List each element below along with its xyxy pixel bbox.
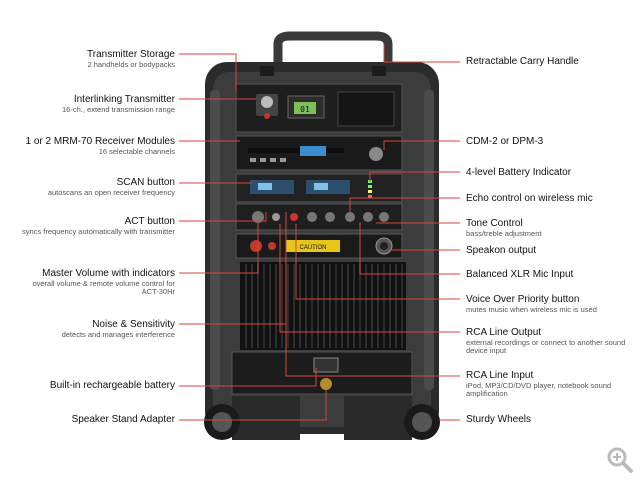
label-sub: bass/treble adjustment [466, 228, 542, 238]
label-battery: Built-in rechargeable battery [50, 380, 175, 392]
label-echo-control: Echo control on wireless mic [466, 193, 593, 205]
stand-adapter [320, 378, 332, 390]
callout-lines [179, 44, 460, 421]
label-interlinking-transmitter: Interlinking Transmitter 16-ch., extend … [62, 94, 175, 114]
label-title: 4-level Battery Indicator [466, 167, 572, 178]
label-sub: external recordings or connect to anothe… [466, 337, 626, 356]
label-battery-indicator: 4-level Battery Indicator [466, 167, 571, 179]
label-stand-adapter: Speaker Stand Adapter [72, 414, 175, 426]
transmitter-display-text: 01 [300, 105, 310, 114]
label-sub: mutes music when wireless mic is used [466, 304, 597, 314]
cd-slot [248, 148, 344, 153]
transmitter-display [294, 102, 316, 114]
label-title: Master Volume with indicators [42, 268, 175, 279]
callout-line [383, 44, 460, 63]
label-speakon: Speakon output [466, 245, 536, 257]
label-sub: 16 selectable channels [98, 146, 175, 156]
label-act-button: ACT button syncs frequency automatically… [15, 216, 175, 236]
label-title: SCAN button [116, 177, 175, 188]
label-title: Voice Over Priority button [466, 294, 580, 305]
power-switch [250, 240, 262, 252]
callout-line [179, 53, 237, 92]
label-voice-over: Voice Over Priority button mutes music w… [466, 294, 597, 314]
label-receiver-modules: 1 or 2 MRM-70 Receiver Modules 16 select… [26, 136, 176, 156]
transmitter-knob [261, 96, 273, 108]
callout-line [179, 223, 259, 274]
label-sturdy-wheels: Sturdy Wheels [466, 414, 531, 426]
label-sub: 16-ch., extend transmission range [62, 104, 175, 114]
label-title: ACT button [124, 216, 175, 227]
callout-line [359, 222, 460, 275]
callout-line [349, 197, 460, 212]
label-rca-output: RCA Line Output external recordings or c… [466, 327, 631, 356]
label-title: Noise & Sensitivity [92, 319, 175, 330]
label-xlr-input: Balanced XLR Mic Input [466, 269, 573, 281]
label-cdm2-dpm3: CDM-2 or DPM-3 [466, 136, 543, 148]
tone-knob-treble [379, 212, 389, 222]
tone-knob-bass [363, 212, 373, 222]
label-title: CDM-2 or DPM-3 [466, 136, 544, 147]
label-sub: autoscans an open receiver frequency [47, 187, 175, 197]
warning-label-text: CAUTION [300, 245, 327, 251]
power-inlet [313, 357, 339, 373]
transmitter-storage-slot [337, 91, 395, 127]
callout-line [179, 212, 267, 222]
callout-line [179, 368, 317, 387]
label-rca-input: RCA Line Input iPod, MP3/CD/DVD player, … [466, 370, 636, 399]
callout-line [383, 140, 460, 150]
label-title: Echo control on wireless mic [466, 193, 593, 204]
carry-handle [273, 31, 393, 62]
echo-knob [345, 212, 355, 222]
label-scan-button: SCAN button autoscans an open receiver f… [48, 177, 175, 197]
label-title: Speaker Stand Adapter [71, 414, 175, 425]
label-sub: 2 handhelds or bodypacks [87, 59, 175, 69]
label-title: Speakon output [466, 245, 537, 256]
callout-line [369, 171, 460, 182]
callout-line [285, 224, 460, 377]
cd-knob [369, 147, 383, 161]
callout-line [295, 224, 460, 300]
label-title: Retractable Carry Handle [466, 56, 579, 67]
label-title: Tone Control [466, 218, 523, 229]
warning-label [286, 240, 340, 252]
label-title: RCA Line Output [466, 327, 542, 338]
label-title: Built-in rechargeable battery [49, 380, 175, 391]
label-title: RCA Line Input [466, 370, 534, 381]
label-sub: detects and manages interference [61, 329, 175, 339]
magnifier-plus-icon[interactable] [606, 446, 634, 474]
label-title: 1 or 2 MRM-70 Receiver Modules [25, 136, 176, 147]
callout-line [279, 224, 460, 333]
label-transmitter-storage: Transmitter Storage 2 handhelds or bodyp… [87, 49, 175, 69]
label-noise-sensitivity: Noise & Sensitivity detects and manages … [62, 319, 175, 339]
label-sub: iPod, MP3/CD/DVD player, notebook sound … [466, 380, 612, 399]
label-title: Transmitter Storage [87, 49, 175, 60]
label-sub: overall volume & remote volume control f… [32, 278, 175, 297]
master-volume-knob [252, 211, 264, 223]
label-title: Sturdy Wheels [466, 414, 532, 425]
cd-display [300, 146, 326, 156]
label-master-volume: Master Volume with indicators overall vo… [15, 268, 175, 297]
label-carry-handle: Retractable Carry Handle [466, 56, 579, 68]
label-tone-control: Tone Control bass/treble adjustment [466, 218, 541, 238]
label-title: Interlinking Transmitter [73, 94, 175, 105]
label-title: Balanced XLR Mic Input [466, 269, 574, 280]
callout-line [179, 390, 327, 421]
label-sub: syncs frequency automatically with trans… [22, 226, 175, 236]
